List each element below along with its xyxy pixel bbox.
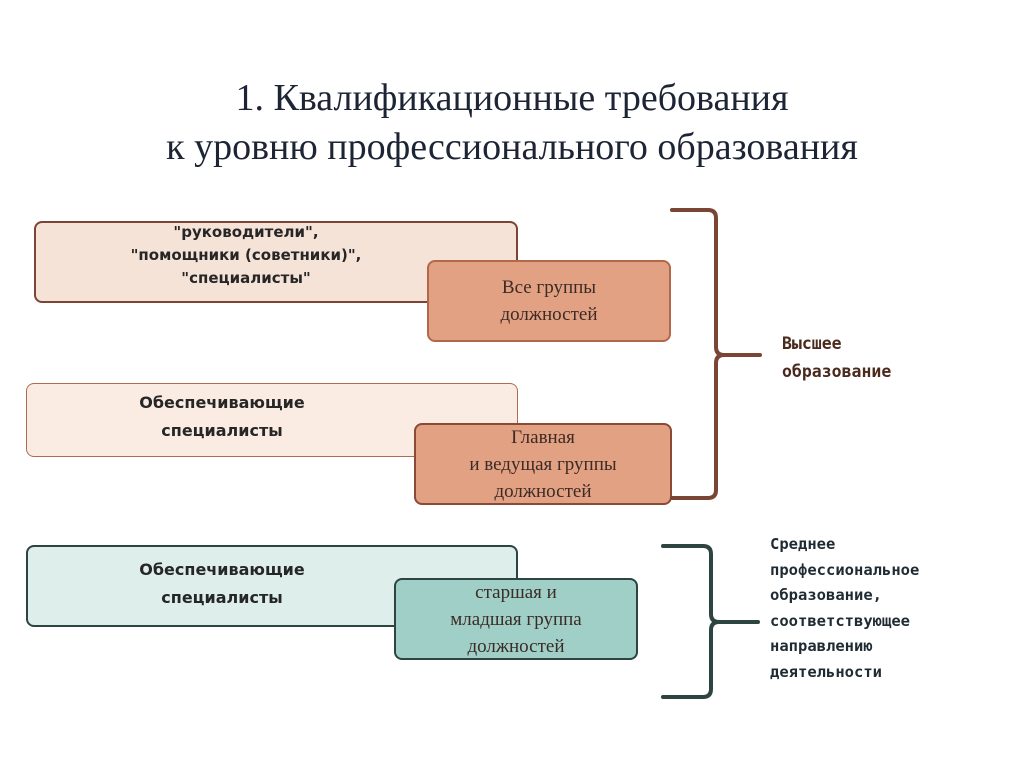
requirement-line: Высшее — [782, 334, 842, 353]
category-line: специалисты — [161, 588, 283, 607]
title-line-1: 1. Квалификационные требования — [235, 77, 789, 119]
category-label: Обеспечивающие специалисты — [139, 556, 304, 612]
group-line: Все группы — [501, 277, 597, 298]
title-line-2: к уровню профессионального образования — [166, 126, 858, 168]
group-box-main-leading: Главная и ведущая группы должностей — [414, 423, 672, 505]
requirement-line: профессиональное — [770, 560, 920, 579]
category-line: "руководители", — [173, 222, 319, 241]
group-line: должностей — [467, 635, 565, 657]
group-line: старшая и — [475, 581, 557, 603]
requirement-line: направлению — [770, 637, 873, 656]
requirement-line: образование, — [770, 586, 882, 605]
group-line: младшая группа — [450, 608, 582, 630]
group-box-all-groups: Все группы должностей — [427, 260, 671, 342]
group-line: Главная — [511, 426, 575, 448]
category-box-support-junior: Обеспечивающие специалисты — [26, 545, 518, 627]
page-title: 1. Квалификационные требования к уровню … — [0, 74, 1024, 172]
requirement-higher-education: Высшее образование — [782, 330, 891, 386]
category-label: "руководители", "помощники (советники)",… — [131, 221, 362, 290]
bracket-higher-education — [670, 208, 762, 500]
group-line: и ведущая группы — [469, 453, 617, 475]
requirement-line: соответствующее — [770, 611, 910, 630]
bracket-secondary-education — [661, 544, 760, 699]
requirement-line: образование — [782, 362, 892, 381]
requirement-secondary-education: Среднее профессиональное образование, со… — [770, 532, 919, 686]
group-label: Все группы должностей — [500, 274, 597, 328]
category-line: "специалисты" — [181, 268, 311, 287]
requirement-line: деятельности — [770, 662, 882, 681]
category-line: Обеспечивающие — [139, 393, 305, 412]
group-line: должностей — [500, 304, 598, 325]
category-label: Обеспечивающие специалисты — [139, 389, 304, 445]
group-line: должностей — [494, 480, 592, 502]
category-line: Обеспечивающие — [139, 560, 305, 579]
requirement-line: Среднее — [770, 535, 836, 553]
group-box-senior-junior: старшая и младшая группа должностей — [394, 578, 638, 660]
category-line: специалисты — [161, 421, 283, 440]
group-label: старшая и младшая группа должностей — [450, 579, 581, 660]
category-line: "помощники (советники)", — [130, 245, 362, 264]
group-label: Главная и ведущая группы должностей — [469, 424, 616, 505]
